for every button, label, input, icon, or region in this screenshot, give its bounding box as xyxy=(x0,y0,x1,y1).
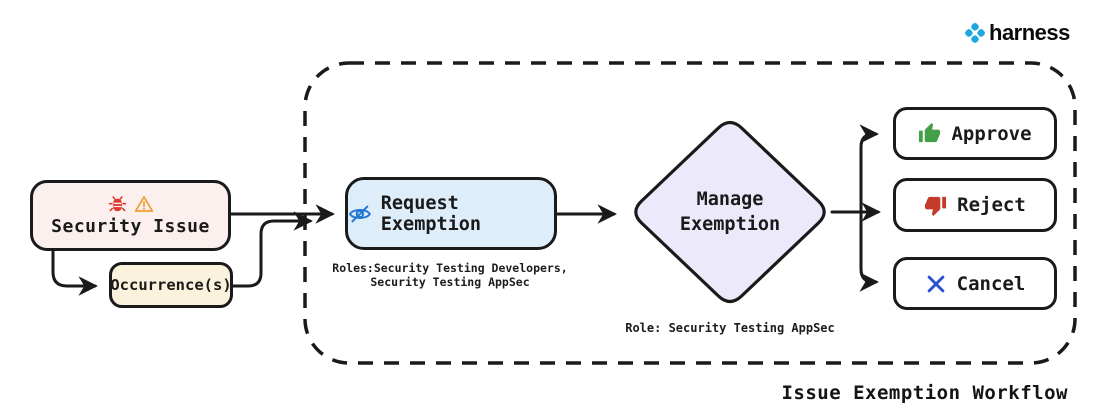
roles-note-line2: Security Testing AppSec xyxy=(370,275,530,289)
manage-exemption-diamond[interactable] xyxy=(634,120,826,304)
warning-icon xyxy=(134,196,153,212)
cancel-button[interactable]: Cancel xyxy=(893,257,1057,310)
eye-off-icon xyxy=(348,205,371,222)
arrow-occurrence-to-request xyxy=(231,211,313,288)
security-issue-node[interactable]: Security Issue xyxy=(30,180,231,251)
diagram-caption: Issue Exemption Workflow xyxy=(781,382,1068,404)
harness-logo-icon xyxy=(965,23,985,43)
bug-icon xyxy=(108,195,126,211)
arrow-manage-to-approve xyxy=(859,124,879,214)
roles-note-line1: Roles:Security Testing Developers, xyxy=(332,261,568,275)
occurrence-label: Occurrence(s) xyxy=(110,276,232,294)
request-exemption-node[interactable]: Request Exemption xyxy=(345,177,557,250)
request-exemption-label: Request Exemption xyxy=(380,192,482,235)
request-roles-note: Roles:Security Testing Developers,Securi… xyxy=(327,261,573,289)
occurrence-node[interactable]: Occurrence(s) xyxy=(109,262,233,308)
x-icon xyxy=(927,275,945,292)
reject-label: Reject xyxy=(957,194,1026,216)
cancel-label: Cancel xyxy=(956,272,1026,295)
harness-logo: harness xyxy=(963,20,1070,46)
harness-wordmark: harness xyxy=(989,20,1070,45)
arrow-manage-to-cancel xyxy=(859,210,879,292)
thumbs-up-icon xyxy=(919,122,941,143)
thumbs-down-icon xyxy=(925,196,947,216)
reject-button[interactable]: Reject xyxy=(893,178,1057,232)
security-issue-label: Security Issue xyxy=(51,216,210,237)
workflow-boundary xyxy=(303,61,1077,365)
manage-role-note: Role: Security Testing AppSec xyxy=(625,321,835,335)
approve-label: Approve xyxy=(951,122,1032,145)
approve-button[interactable]: Approve xyxy=(893,107,1057,160)
arrow-security-to-occurrence xyxy=(51,249,98,296)
